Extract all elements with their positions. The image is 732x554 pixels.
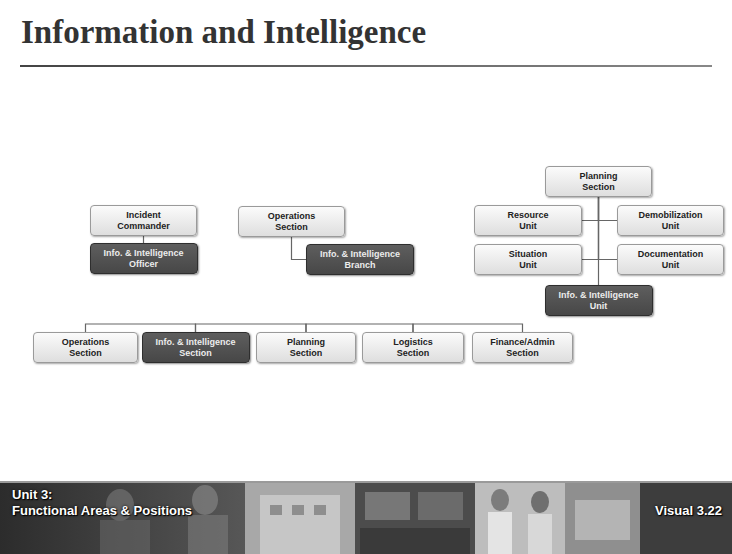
box-label: Incident Commander — [108, 210, 180, 231]
box-label: Demobilization Unit — [635, 210, 707, 231]
visual-number: Visual 3.22 — [655, 503, 722, 518]
box-label: Info. & Intelligence Branch — [312, 249, 408, 270]
connector — [143, 236, 144, 243]
connector — [582, 197, 599, 221]
org-box: Operations Section — [33, 332, 138, 363]
box-label: Documentation Unit — [635, 249, 707, 270]
unit-caption: Functional Areas & Positions — [12, 503, 192, 518]
highlighted-org-box: Info. & Intelligence Officer — [90, 243, 198, 274]
org-box: Resource Unit — [474, 205, 582, 236]
box-label: Finance/Admin Section — [487, 337, 559, 358]
org-box: Planning Section — [545, 166, 652, 197]
box-label: Planning Section — [563, 171, 635, 192]
box-label: Info. & Intelligence Officer — [96, 248, 192, 269]
highlighted-org-box: Info. & Intelligence Unit — [545, 285, 653, 316]
org-box: Documentation Unit — [617, 244, 724, 275]
connector — [86, 324, 196, 332]
box-label: Operations Section — [256, 211, 328, 232]
connector — [598, 197, 599, 285]
box-label: Logistics Section — [377, 337, 449, 358]
connector — [306, 324, 413, 332]
org-box: Demobilization Unit — [617, 205, 724, 236]
box-label: Planning Section — [270, 337, 342, 358]
org-box: Operations Section — [238, 206, 345, 237]
box-label: Info. & Intelligence Unit — [551, 290, 647, 311]
org-box: Situation Unit — [474, 244, 582, 275]
highlighted-org-box: Info. & Intelligence Branch — [306, 244, 414, 275]
connector — [413, 324, 523, 332]
connector — [196, 324, 307, 332]
box-label: Operations Section — [50, 337, 122, 358]
photo-strip — [0, 481, 732, 554]
box-label: Situation Unit — [502, 249, 554, 270]
connector — [599, 197, 618, 221]
org-box: Logistics Section — [362, 332, 464, 363]
connector — [292, 237, 307, 260]
connector — [599, 197, 618, 260]
box-label: Info. & Intelligence Section — [148, 337, 244, 358]
org-box: Incident Commander — [90, 205, 197, 236]
box-label: Resource Unit — [502, 210, 554, 231]
slide-title: Information and Intelligence — [21, 14, 426, 51]
connector — [582, 197, 599, 260]
title-rule — [20, 65, 712, 67]
highlighted-org-box: Info. & Intelligence Section — [142, 332, 250, 363]
unit-caption: Unit 3: — [12, 487, 52, 502]
org-box: Planning Section — [256, 332, 356, 363]
org-box: Finance/Admin Section — [472, 332, 573, 363]
